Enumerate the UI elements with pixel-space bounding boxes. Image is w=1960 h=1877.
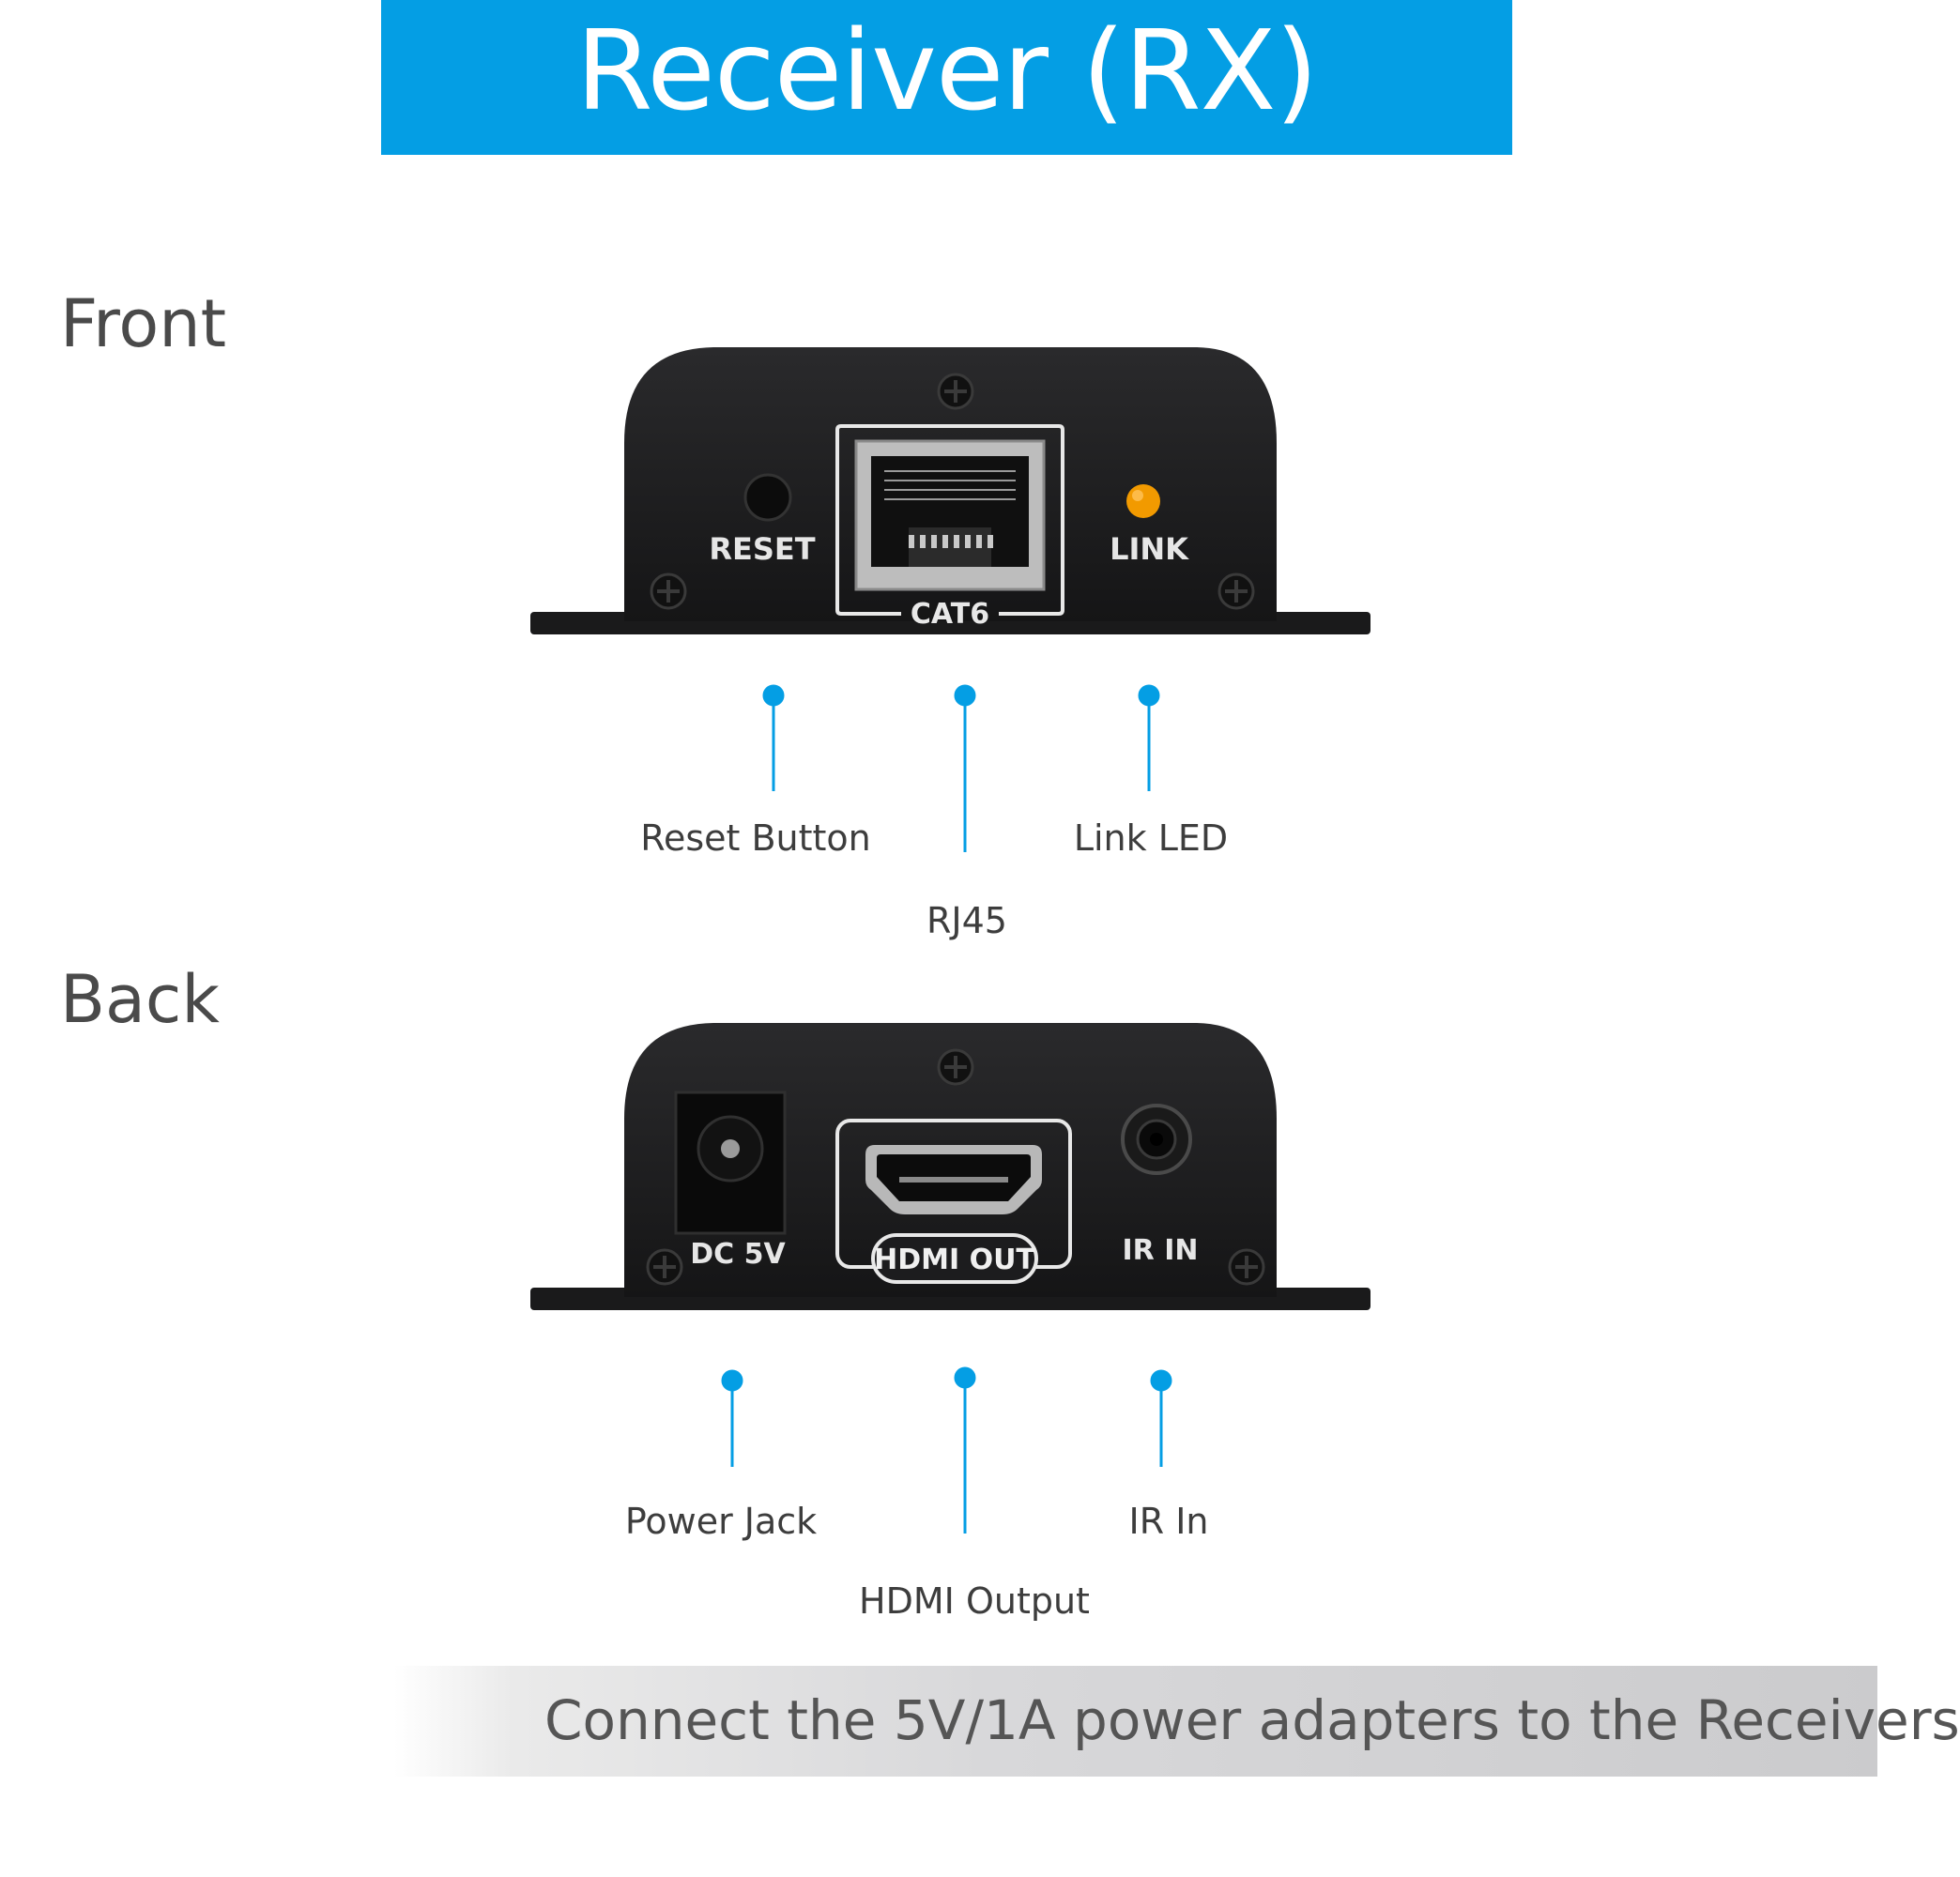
cat6-panel-label: CAT6 xyxy=(911,598,989,631)
screw-icon xyxy=(646,1248,683,1286)
screw-icon xyxy=(650,572,687,610)
screw-icon xyxy=(1228,1248,1265,1286)
front-heading: Front xyxy=(60,285,227,362)
rj45-port[interactable] xyxy=(854,439,1046,591)
hdmi-panel-label: HDMI OUT xyxy=(874,1244,1035,1276)
power-jack-label: Power Jack xyxy=(624,1501,818,1542)
hdmi-port[interactable] xyxy=(865,1145,1042,1214)
screw-icon xyxy=(937,373,974,410)
front-callout-lines xyxy=(762,684,1160,852)
back-heading: Back xyxy=(60,961,220,1038)
title-banner: Receiver (RX) xyxy=(381,0,1512,155)
footer-strip xyxy=(394,1666,1877,1777)
ir-panel-label: IR IN xyxy=(1123,1234,1199,1267)
power-jack[interactable] xyxy=(674,1091,787,1235)
dc-panel-label: DC 5V xyxy=(690,1238,786,1271)
hdmi-output-label: HDMI Output xyxy=(859,1580,1090,1622)
rj45-label: RJ45 xyxy=(926,900,1007,941)
reset-button-label: Reset Button xyxy=(640,817,871,859)
ir-in-jack[interactable] xyxy=(1121,1104,1192,1175)
footer-note: Connect the 5V/1A power adapters to the … xyxy=(544,1688,1960,1752)
screw-icon xyxy=(937,1048,974,1086)
screw-icon xyxy=(1217,572,1255,610)
back-panel-device: DC 5V HDMI OUT IR IN xyxy=(530,1023,1370,1310)
reset-button[interactable] xyxy=(743,473,792,522)
ir-in-label: IR In xyxy=(1128,1501,1209,1542)
link-panel-label: LINK xyxy=(1110,531,1189,567)
front-panel-device: RESET CAT6 LINK xyxy=(530,347,1370,634)
reset-panel-label: RESET xyxy=(709,531,815,567)
page-title: Receiver (RX) xyxy=(575,6,1319,135)
back-callout-lines xyxy=(721,1366,1172,1534)
link-led-label: Link LED xyxy=(1073,817,1229,859)
link-led xyxy=(1126,484,1160,518)
